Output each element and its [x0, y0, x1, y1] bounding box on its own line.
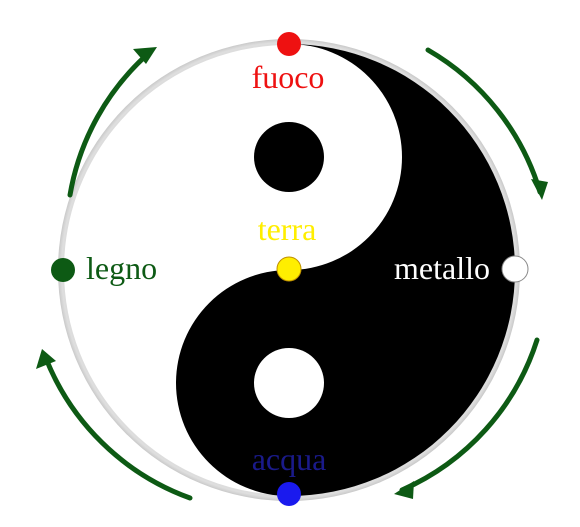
cycle-arrow-top-left — [67, 49, 153, 198]
wood-node — [51, 258, 75, 282]
yin-yang-dark-dot — [254, 122, 324, 192]
cycle-arrowheads — [36, 47, 548, 499]
water-node — [277, 482, 301, 506]
wood-label: legno — [86, 250, 157, 286]
arrowhead-top-left — [133, 47, 157, 64]
fire-node — [277, 32, 301, 56]
water-label: acqua — [252, 441, 327, 477]
metal-label: metallo — [394, 250, 490, 286]
fire-label: fuoco — [252, 59, 325, 95]
cycle-arrow-bottom-left — [42, 353, 193, 501]
yin-yang-light-dot — [254, 348, 324, 418]
metal-node — [501, 255, 529, 283]
earth-node — [276, 256, 302, 282]
arrowhead-top-right — [531, 179, 548, 200]
cycle-arrows — [42, 47, 543, 501]
cycle-arrow-bottom-right — [399, 337, 540, 493]
cycle-arrow-top-right — [425, 47, 543, 195]
earth-label: terra — [258, 211, 317, 247]
arrowhead-bottom-right — [394, 481, 414, 499]
arrowhead-bottom-left — [36, 349, 56, 369]
